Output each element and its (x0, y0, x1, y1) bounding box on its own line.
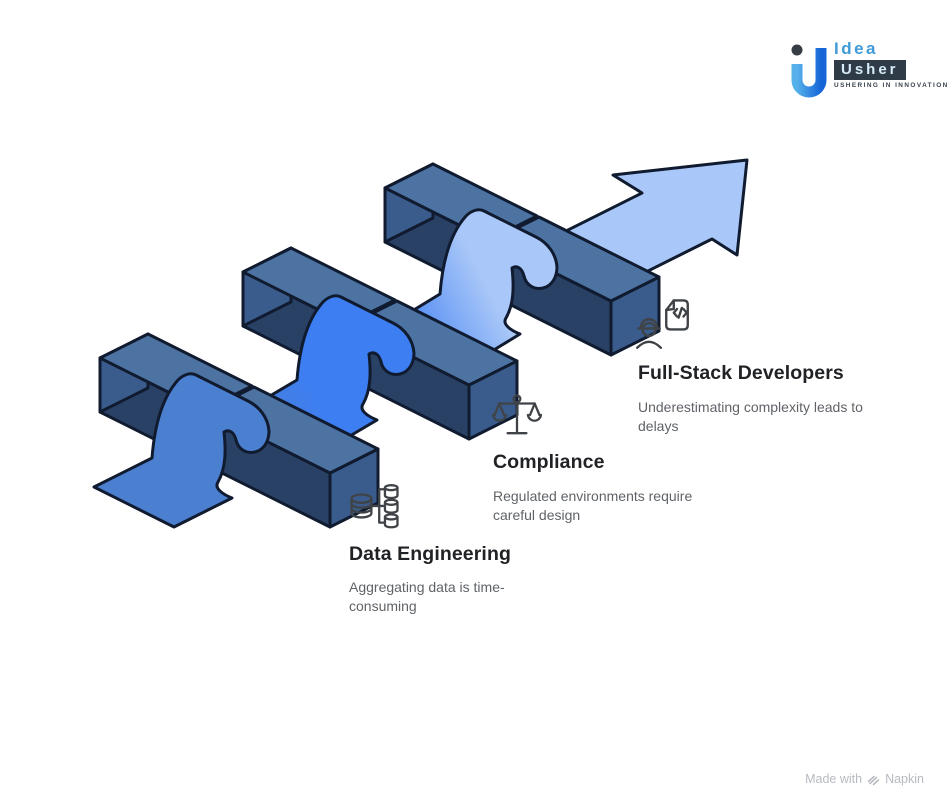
hurdle-1-description: Aggregating data is time-consuming (349, 579, 505, 614)
hurdle-2-description: Regulated environments require careful d… (493, 488, 693, 523)
hurdle-2-title: Compliance (493, 451, 605, 473)
idea-usher-logo: Idea Usher USHERING IN INNOVATION (787, 40, 947, 102)
developer-code-document-icon (635, 299, 689, 349)
database-aggregation-icon (350, 484, 399, 529)
logo-usher-text: Usher (834, 60, 906, 80)
napkin-icon (867, 775, 880, 785)
hurdle-3-title: Full-Stack Developers (638, 362, 844, 384)
ribbon-loop-1-tail (92, 372, 271, 529)
idea-usher-u-icon (791, 44, 827, 98)
made-with-napkin-link[interactable]: Made with Napkin (805, 772, 924, 786)
balance-scale-icon (492, 394, 542, 435)
logo-idea-text: Idea (834, 39, 879, 58)
hurdle-1-title: Data Engineering (349, 543, 511, 565)
hurdle-3-description: Underestimating complexity leads to dela… (638, 399, 863, 434)
watermark-prefix: Made with (805, 772, 863, 786)
logo-tagline: USHERING IN INNOVATION (834, 82, 949, 89)
watermark-brand: Napkin (885, 772, 924, 786)
